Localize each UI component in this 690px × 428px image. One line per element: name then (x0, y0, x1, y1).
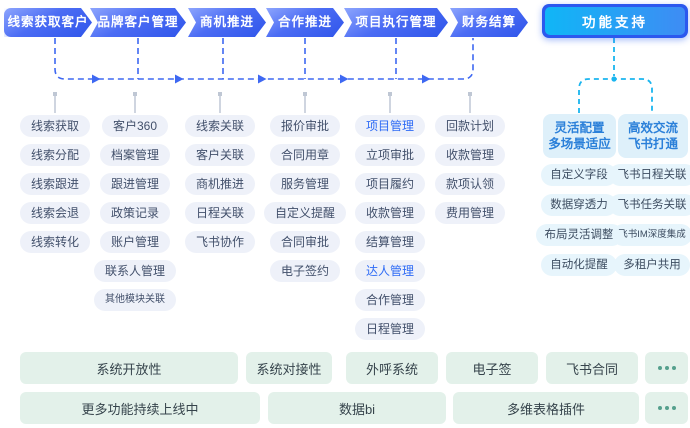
pill-item: 飞书协作 (184, 231, 255, 253)
capability-bar: 电子签 (446, 352, 538, 384)
pill-item: 账户管理 (99, 231, 170, 253)
pill-item: 达人管理 (354, 260, 425, 282)
capability-bar: 更多功能持续上线中 (20, 392, 260, 424)
pill-item: 费用管理 (434, 202, 505, 224)
column-pin-cap-icon (53, 92, 472, 96)
arrow-right-icon (175, 74, 184, 84)
capability-bar: 外呼系统 (346, 352, 438, 384)
flow-loop-line (54, 38, 474, 80)
flow-column-5: 回款计划收款管理款项认领费用管理 (410, 115, 530, 224)
support-header-line: 多场景适应 (548, 137, 611, 151)
pill-item: 合同审批 (269, 231, 340, 253)
arrow-right-icon (422, 74, 431, 84)
support-column-1: 飞书日程关联飞书任务关联飞书IM深度集成多租户共用 (597, 164, 690, 276)
flow-step-2[interactable]: 商机推进 (188, 8, 266, 37)
more-button[interactable] (645, 392, 688, 424)
flow-column-3: 报价审批合同用章服务管理自定义提醒合同审批电子签约 (245, 115, 365, 282)
support-header-1: 高效交流飞书打通 (618, 114, 688, 158)
flow-column-4: 项目管理立项审批项目履约收款管理结算管理达人管理合作管理日程管理 (330, 115, 450, 340)
pill-item: 档案管理 (99, 144, 170, 166)
flow-step-1[interactable]: 品牌客户管理 (90, 8, 186, 37)
support-header-line: 飞书打通 (627, 137, 678, 151)
pill-item: 联系人管理 (93, 260, 176, 282)
capability-bar: 飞书合同 (546, 352, 638, 384)
support-pill-item: 飞书任务关联 (608, 194, 690, 216)
pill-item: 商机推进 (184, 173, 255, 195)
support-branch-line (578, 78, 653, 113)
support-pill-item: 自定义字段 (541, 164, 617, 186)
capability-bar: 系统开放性 (20, 352, 238, 384)
capability-bar: 系统对接性 (246, 352, 332, 384)
support-pill-item: 自动化提醒 (541, 254, 617, 276)
pill-item: 立项审批 (354, 144, 425, 166)
pill-item: 跟进管理 (99, 173, 170, 195)
flow-column-1: 客户360 档案管理跟进管理政策记录账户管理联系人管理其他模块关联 (75, 115, 195, 311)
pill-item: 线索获取 (19, 115, 90, 137)
capability-bar: 数据bi (268, 392, 446, 424)
flow-step-0[interactable]: 线索获取客户 (4, 8, 92, 37)
capability-bar: 多维表格插件 (453, 392, 639, 424)
more-button[interactable] (645, 352, 688, 384)
pill-item: 自定义提醒 (263, 202, 346, 224)
ellipsis-icon (657, 406, 676, 410)
flow-column-2: 线索关联客户关联商机推进日程关联飞书协作 (160, 115, 280, 253)
pill-item: 线索关联 (184, 115, 255, 137)
pill-item: 线索跟进 (19, 173, 90, 195)
pill-item: 线索会退 (19, 202, 90, 224)
pill-item: 款项认领 (434, 173, 505, 195)
function-support-label: 功能支持 (545, 7, 685, 35)
ellipsis-icon (657, 366, 676, 370)
arrow-right-icon (258, 74, 267, 84)
pill-item: 回款计划 (434, 115, 505, 137)
pill-item: 服务管理 (269, 173, 340, 195)
support-pill-item: 布局灵活调整 (535, 224, 623, 246)
arrow-right-icon (340, 74, 349, 84)
function-support-button[interactable]: 功能支持 (542, 4, 688, 38)
pill-item: 其他模块关联 (94, 289, 176, 311)
support-header-0: 灵活配置多场景适应 (543, 114, 616, 158)
support-header-line: 高效交流 (627, 120, 678, 135)
pill-item: 结算管理 (354, 231, 425, 253)
flow-step-3[interactable]: 合作推进 (266, 8, 344, 37)
support-pill-item: 多租户共用 (614, 254, 690, 276)
flow-step-4[interactable]: 项目执行管理 (344, 8, 448, 37)
pill-item: 电子签约 (269, 260, 340, 282)
support-pill-item: 飞书IM深度集成 (612, 224, 690, 246)
pill-item: 合同用章 (269, 144, 340, 166)
pill-item: 政策记录 (99, 202, 170, 224)
pill-item: 合作管理 (354, 289, 425, 311)
pill-item: 报价审批 (269, 115, 340, 137)
pill-item: 收款管理 (434, 144, 505, 166)
flow-column-0: 线索获取线索分配线索跟进线索会退线索转化 (0, 115, 115, 253)
pill-item: 客户360 (101, 115, 169, 137)
pill-item: 日程管理 (354, 318, 425, 340)
support-pill-item: 飞书日程关联 (608, 164, 690, 186)
pill-item: 收款管理 (354, 202, 425, 224)
pill-item: 日程关联 (184, 202, 255, 224)
support-pill-item: 数据穿透力 (541, 194, 617, 216)
support-column-0: 自定义字段数据穿透力布局灵活调整自动化提醒 (524, 164, 634, 276)
pill-item: 项目履约 (354, 173, 425, 195)
pill-item: 项目管理 (354, 115, 425, 137)
column-pin-icon (54, 96, 471, 113)
pill-item: 线索分配 (19, 144, 90, 166)
support-header-line: 灵活配置 (554, 120, 605, 135)
pill-item: 客户关联 (184, 144, 255, 166)
pill-item: 线索转化 (19, 231, 90, 253)
arrow-right-icon (92, 74, 101, 84)
flow-step-5[interactable]: 财务结算 (450, 8, 528, 37)
